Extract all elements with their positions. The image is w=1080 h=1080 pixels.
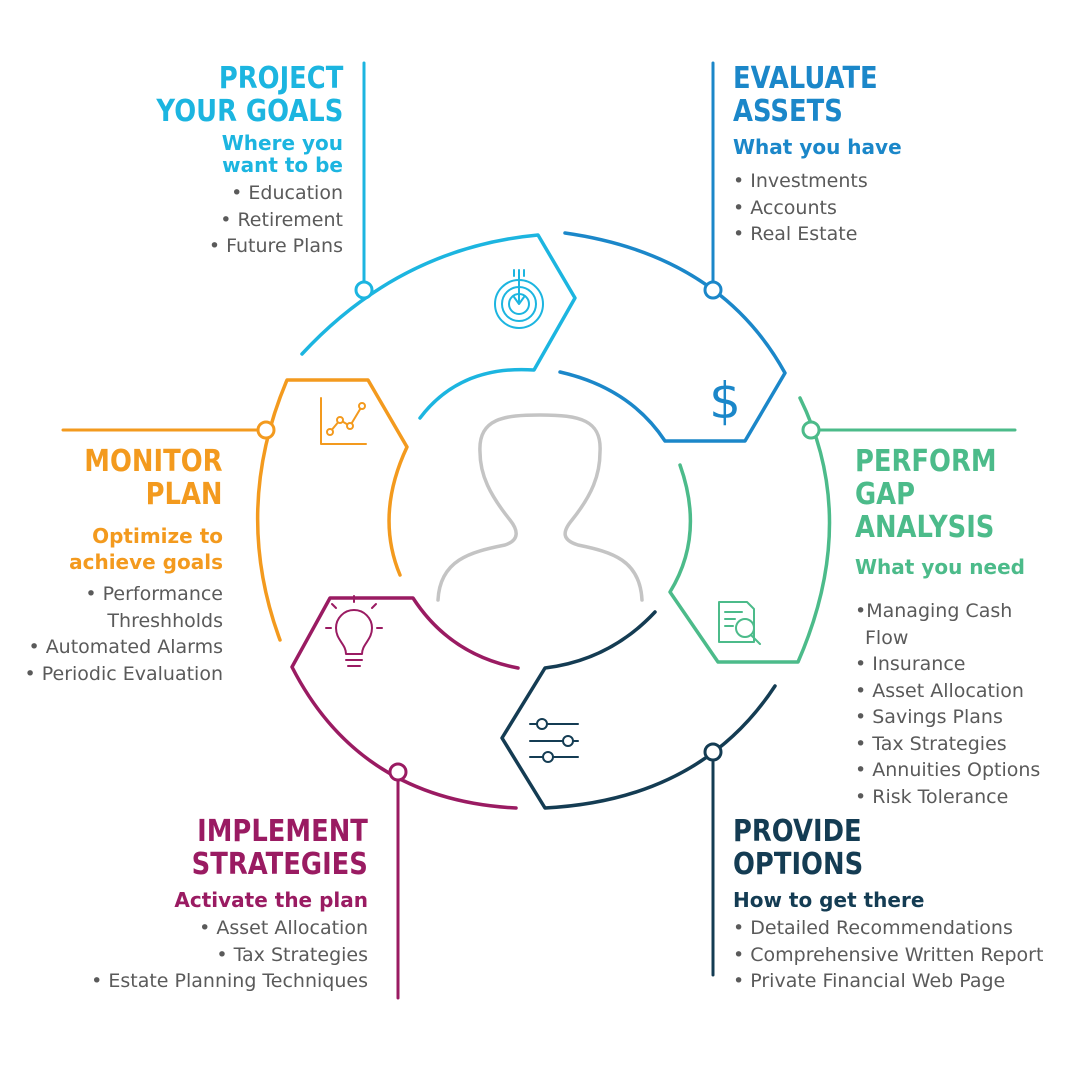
perform-title: PERFORM GAP ANALYSIS [855,444,997,545]
perform-items: Managing Cash Flow [855,598,1080,651]
evaluate-subtitle: What you have [733,135,902,159]
evaluate-block: EVALUATE ASSETS What you have Investment… [733,62,902,248]
perform-subtitle: What you need [855,555,1025,579]
implement-items: Asset Allocation Tax Strategies Estate P… [91,915,368,995]
list-item: Accounts [733,195,902,222]
project-items: Education Retirement Future Plans [126,180,343,260]
implement-node [388,762,408,782]
provide-block: PROVIDE OPTIONS How to get there Detaile… [733,815,1043,995]
list-item: Detailed Recommendations [733,915,1043,942]
implement-subtitle: Activate the plan [174,888,368,912]
list-item: Comprehensive Written Report [733,942,1043,969]
list-item: Automated Alarms [24,634,223,661]
list-item: Managing Cash [855,598,1080,625]
list-item: Tax Strategies [855,731,1080,758]
provide-items: Detailed Recommendations Comprehensive W… [733,915,1043,995]
provide-subtitle: How to get there [733,888,925,912]
evaluate-title: EVALUATE ASSETS [733,61,878,129]
implement-title: IMPLEMENT STRATEGIES [191,814,368,882]
list-item-continuation: Threshholds [107,609,223,632]
provide-node [703,742,723,762]
perform-segment [668,396,832,664]
list-item: Periodic Evaluation [24,661,223,688]
list-item: Annuities Options [855,757,1080,784]
project-title: PROJECT YOUR GOALS [156,61,343,129]
list-item: Insurance [855,651,1080,678]
list-item: Performance [24,581,223,608]
list-item: Real Estate [733,221,902,248]
evaluate-items: Investments Accounts Real Estate [733,168,902,248]
dollar-icon: $ [709,372,741,430]
evaluate-segment [558,231,787,443]
list-item: Risk Tolerance [855,784,1080,811]
list-item: Asset Allocation [855,678,1080,705]
monitor-subtitle: Optimize to achieve goals [69,524,223,574]
list-item: Savings Plans [855,704,1080,731]
implement-block: IMPLEMENT STRATEGIES Activate the plan A… [91,815,368,995]
list-item: Estate Planning Techniques [91,968,368,995]
project-segment [300,233,577,420]
list-item: Education [126,180,343,207]
list-item: Investments [733,168,902,195]
implement-segment [290,596,520,810]
list-item: Retirement [126,207,343,234]
provide-title: PROVIDE OPTIONS [733,814,864,882]
document-search-icon [718,601,761,645]
list-item: Tax Strategies [91,942,368,969]
perform-block: PERFORM GAP ANALYSIS What you need Manag… [855,445,1080,810]
evaluate-node [703,280,723,300]
list-item: Future Plans [126,233,343,260]
list-item-continuation: Flow [865,626,909,649]
monitor-title: MONITOR PLAN [84,444,223,512]
project-subtitle: Where you want to be [221,131,343,177]
monitor-items: Performance Threshholds Automated Alarms… [24,581,223,687]
monitor-block: MONITOR PLAN Optimize to achieve goals P… [24,445,223,687]
project-block: PROJECT YOUR GOALS Where you want to be … [126,62,343,260]
person-icon [436,413,644,602]
perform-node [801,420,821,440]
lightbulb-icon [325,595,383,667]
perform-items-more: Insurance Asset Allocation Savings Plans… [855,651,1080,810]
list-item: Private Financial Web Page [733,968,1043,995]
sliders-icon [529,718,579,763]
monitor-node [256,420,276,440]
monitor-segment [255,378,409,642]
provide-segment [500,610,777,810]
target-icon [494,269,544,329]
project-node [354,280,374,300]
line-chart-icon [320,397,367,445]
list-item: Asset Allocation [91,915,368,942]
